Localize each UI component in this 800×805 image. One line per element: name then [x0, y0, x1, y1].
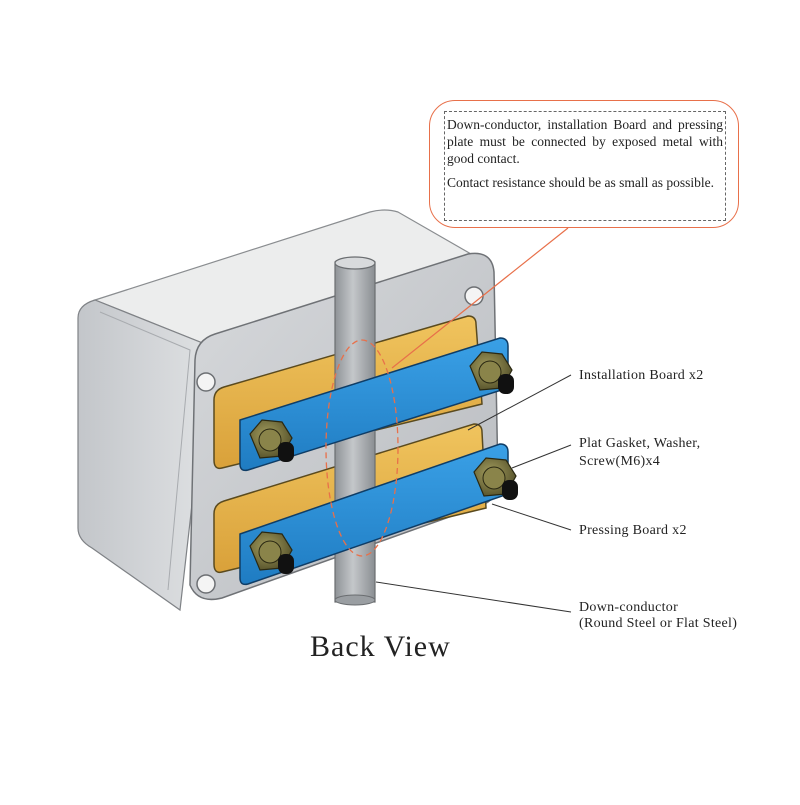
note-paragraph-resistance: Contact resistance should be as small as…	[447, 175, 714, 190]
label-down-conductor-line2: (Round Steel or Flat Steel)	[579, 616, 738, 631]
note-paragraph-connection: Down-conductor, installation Board and p…	[447, 117, 723, 166]
label-pressing-board: Pressing Board x2	[579, 523, 687, 538]
note-pointer	[391, 227, 569, 369]
callout-note-body: Down-conductor, installation Board and p…	[444, 111, 726, 221]
view-caption: Back View	[310, 630, 451, 663]
enclosure-top	[93, 209, 480, 347]
enclosure-side	[77, 299, 211, 612]
label-gasket-line2: Screw(M6)x4	[579, 454, 661, 469]
contact-area-highlight	[325, 339, 399, 557]
label-gasket-line1: Plat Gasket, Washer,	[579, 436, 701, 451]
leader-lines	[375, 374, 572, 613]
callout-note: Down-conductor, installation Board and p…	[429, 100, 739, 228]
label-down-conductor-line1: Down-conductor	[579, 600, 679, 615]
bolts	[249, 351, 518, 574]
label-installation-board: Installation Board x2	[579, 368, 704, 383]
